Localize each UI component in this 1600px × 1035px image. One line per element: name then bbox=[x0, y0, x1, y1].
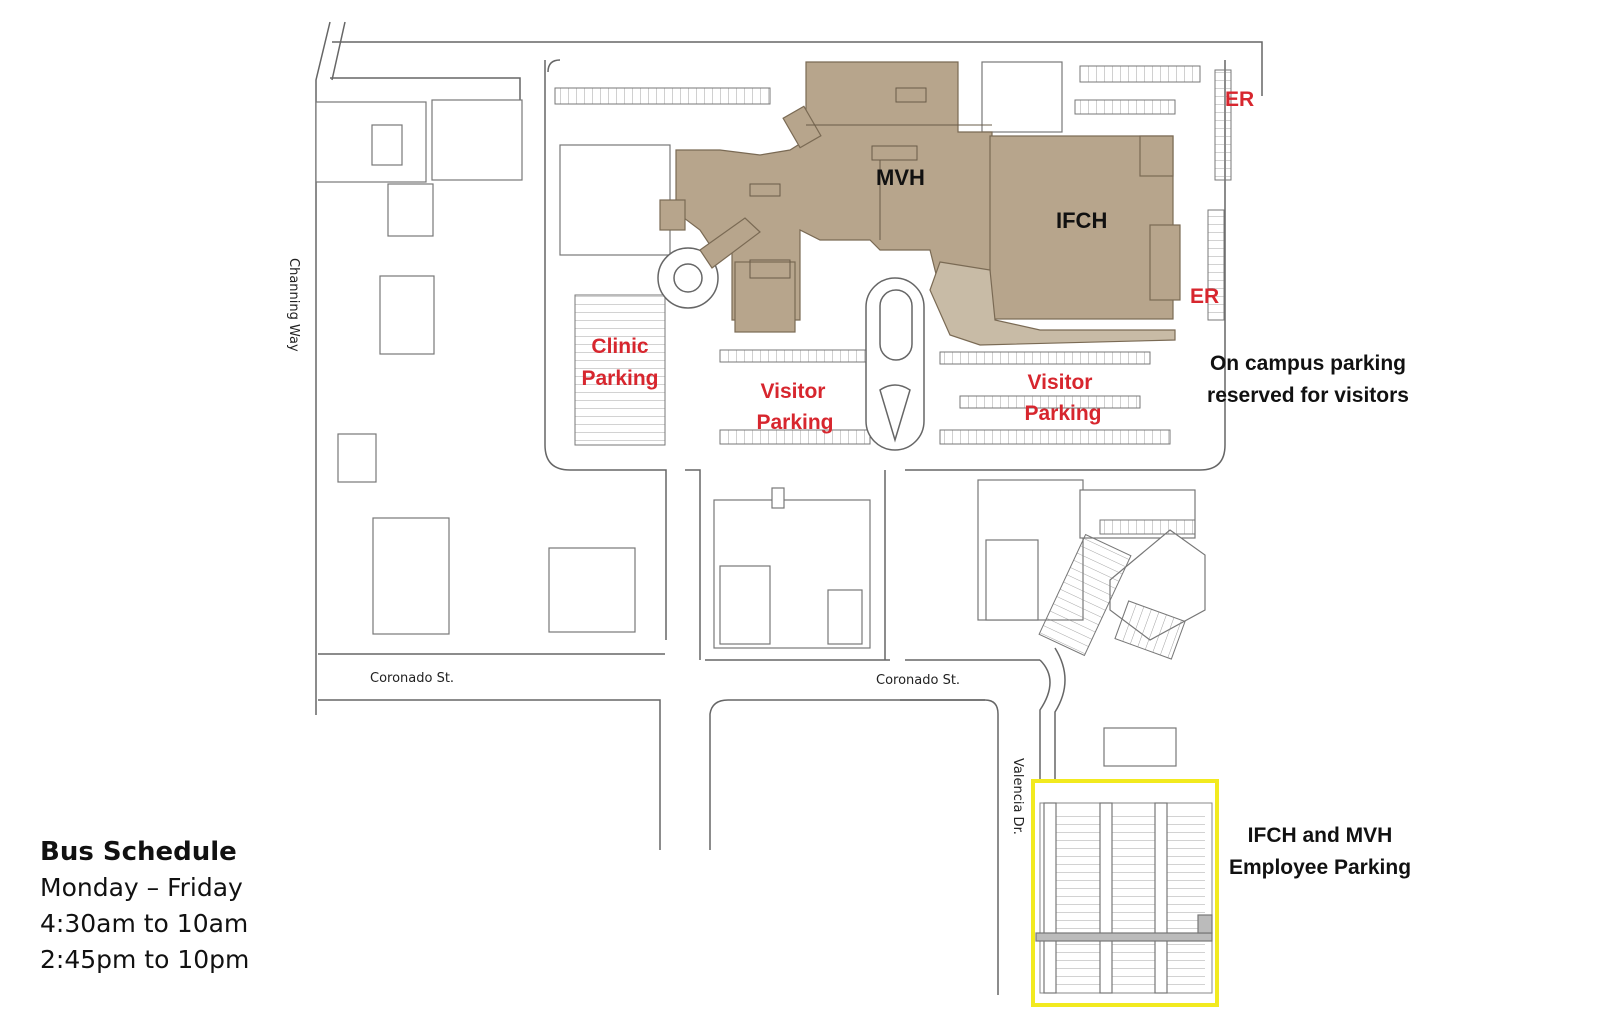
side-notes: On campus parking reserved for visitors … bbox=[1207, 352, 1411, 879]
street-coronado-west: Coronado St. bbox=[370, 671, 454, 686]
ifch-label: IFCH bbox=[1056, 208, 1107, 233]
employee-parking-lot bbox=[1031, 779, 1219, 1007]
visitor-parking-center-line2: Parking bbox=[756, 411, 833, 434]
er-label-south: ER bbox=[1190, 285, 1219, 308]
clinic-parking-label-line1: Clinic bbox=[591, 335, 648, 358]
road-network bbox=[315, 21, 1263, 995]
er-label-north: ER bbox=[1225, 88, 1254, 111]
clinic-parking-label-line2: Parking bbox=[581, 367, 658, 390]
parking-labels: Clinic Parking Visitor Parking Visitor P… bbox=[581, 335, 1101, 434]
neighbor-buildings bbox=[315, 61, 1206, 767]
employee-lot-highlight bbox=[1031, 779, 1219, 1007]
street-valencia-dr: Valencia Dr. bbox=[1010, 758, 1025, 835]
visitor-note-line2: reserved for visitors bbox=[1207, 384, 1409, 407]
employee-note-line1: IFCH and MVH bbox=[1248, 824, 1393, 847]
street-channing-way: Channing Way bbox=[286, 258, 301, 352]
bus-schedule: Bus Schedule Monday – Friday 4:30am to 1… bbox=[40, 834, 249, 978]
visitor-note-line1: On campus parking bbox=[1210, 352, 1406, 375]
bus-schedule-slot-1: 4:30am to 10am bbox=[40, 909, 249, 938]
bus-schedule-title: Bus Schedule bbox=[40, 837, 237, 867]
employee-note-line2: Employee Parking bbox=[1229, 856, 1411, 879]
visitor-parking-east-line2: Parking bbox=[1024, 402, 1101, 425]
building-labels: MVH IFCH ER ER bbox=[876, 88, 1254, 308]
street-labels: Channing Way Coronado St. Coronado St. V… bbox=[286, 258, 1025, 835]
drop-off-features bbox=[657, 247, 925, 451]
bus-schedule-slot-2: 2:45pm to 10pm bbox=[40, 945, 250, 974]
visitor-parking-center-line1: Visitor bbox=[761, 380, 826, 403]
hospital-buildings bbox=[659, 61, 1181, 346]
visitor-parking-east-line1: Visitor bbox=[1028, 371, 1093, 394]
mvh-label: MVH bbox=[876, 165, 925, 190]
street-coronado-east: Coronado St. bbox=[876, 673, 960, 688]
bus-schedule-days: Monday – Friday bbox=[40, 873, 243, 902]
parking-stalls bbox=[554, 65, 1232, 660]
